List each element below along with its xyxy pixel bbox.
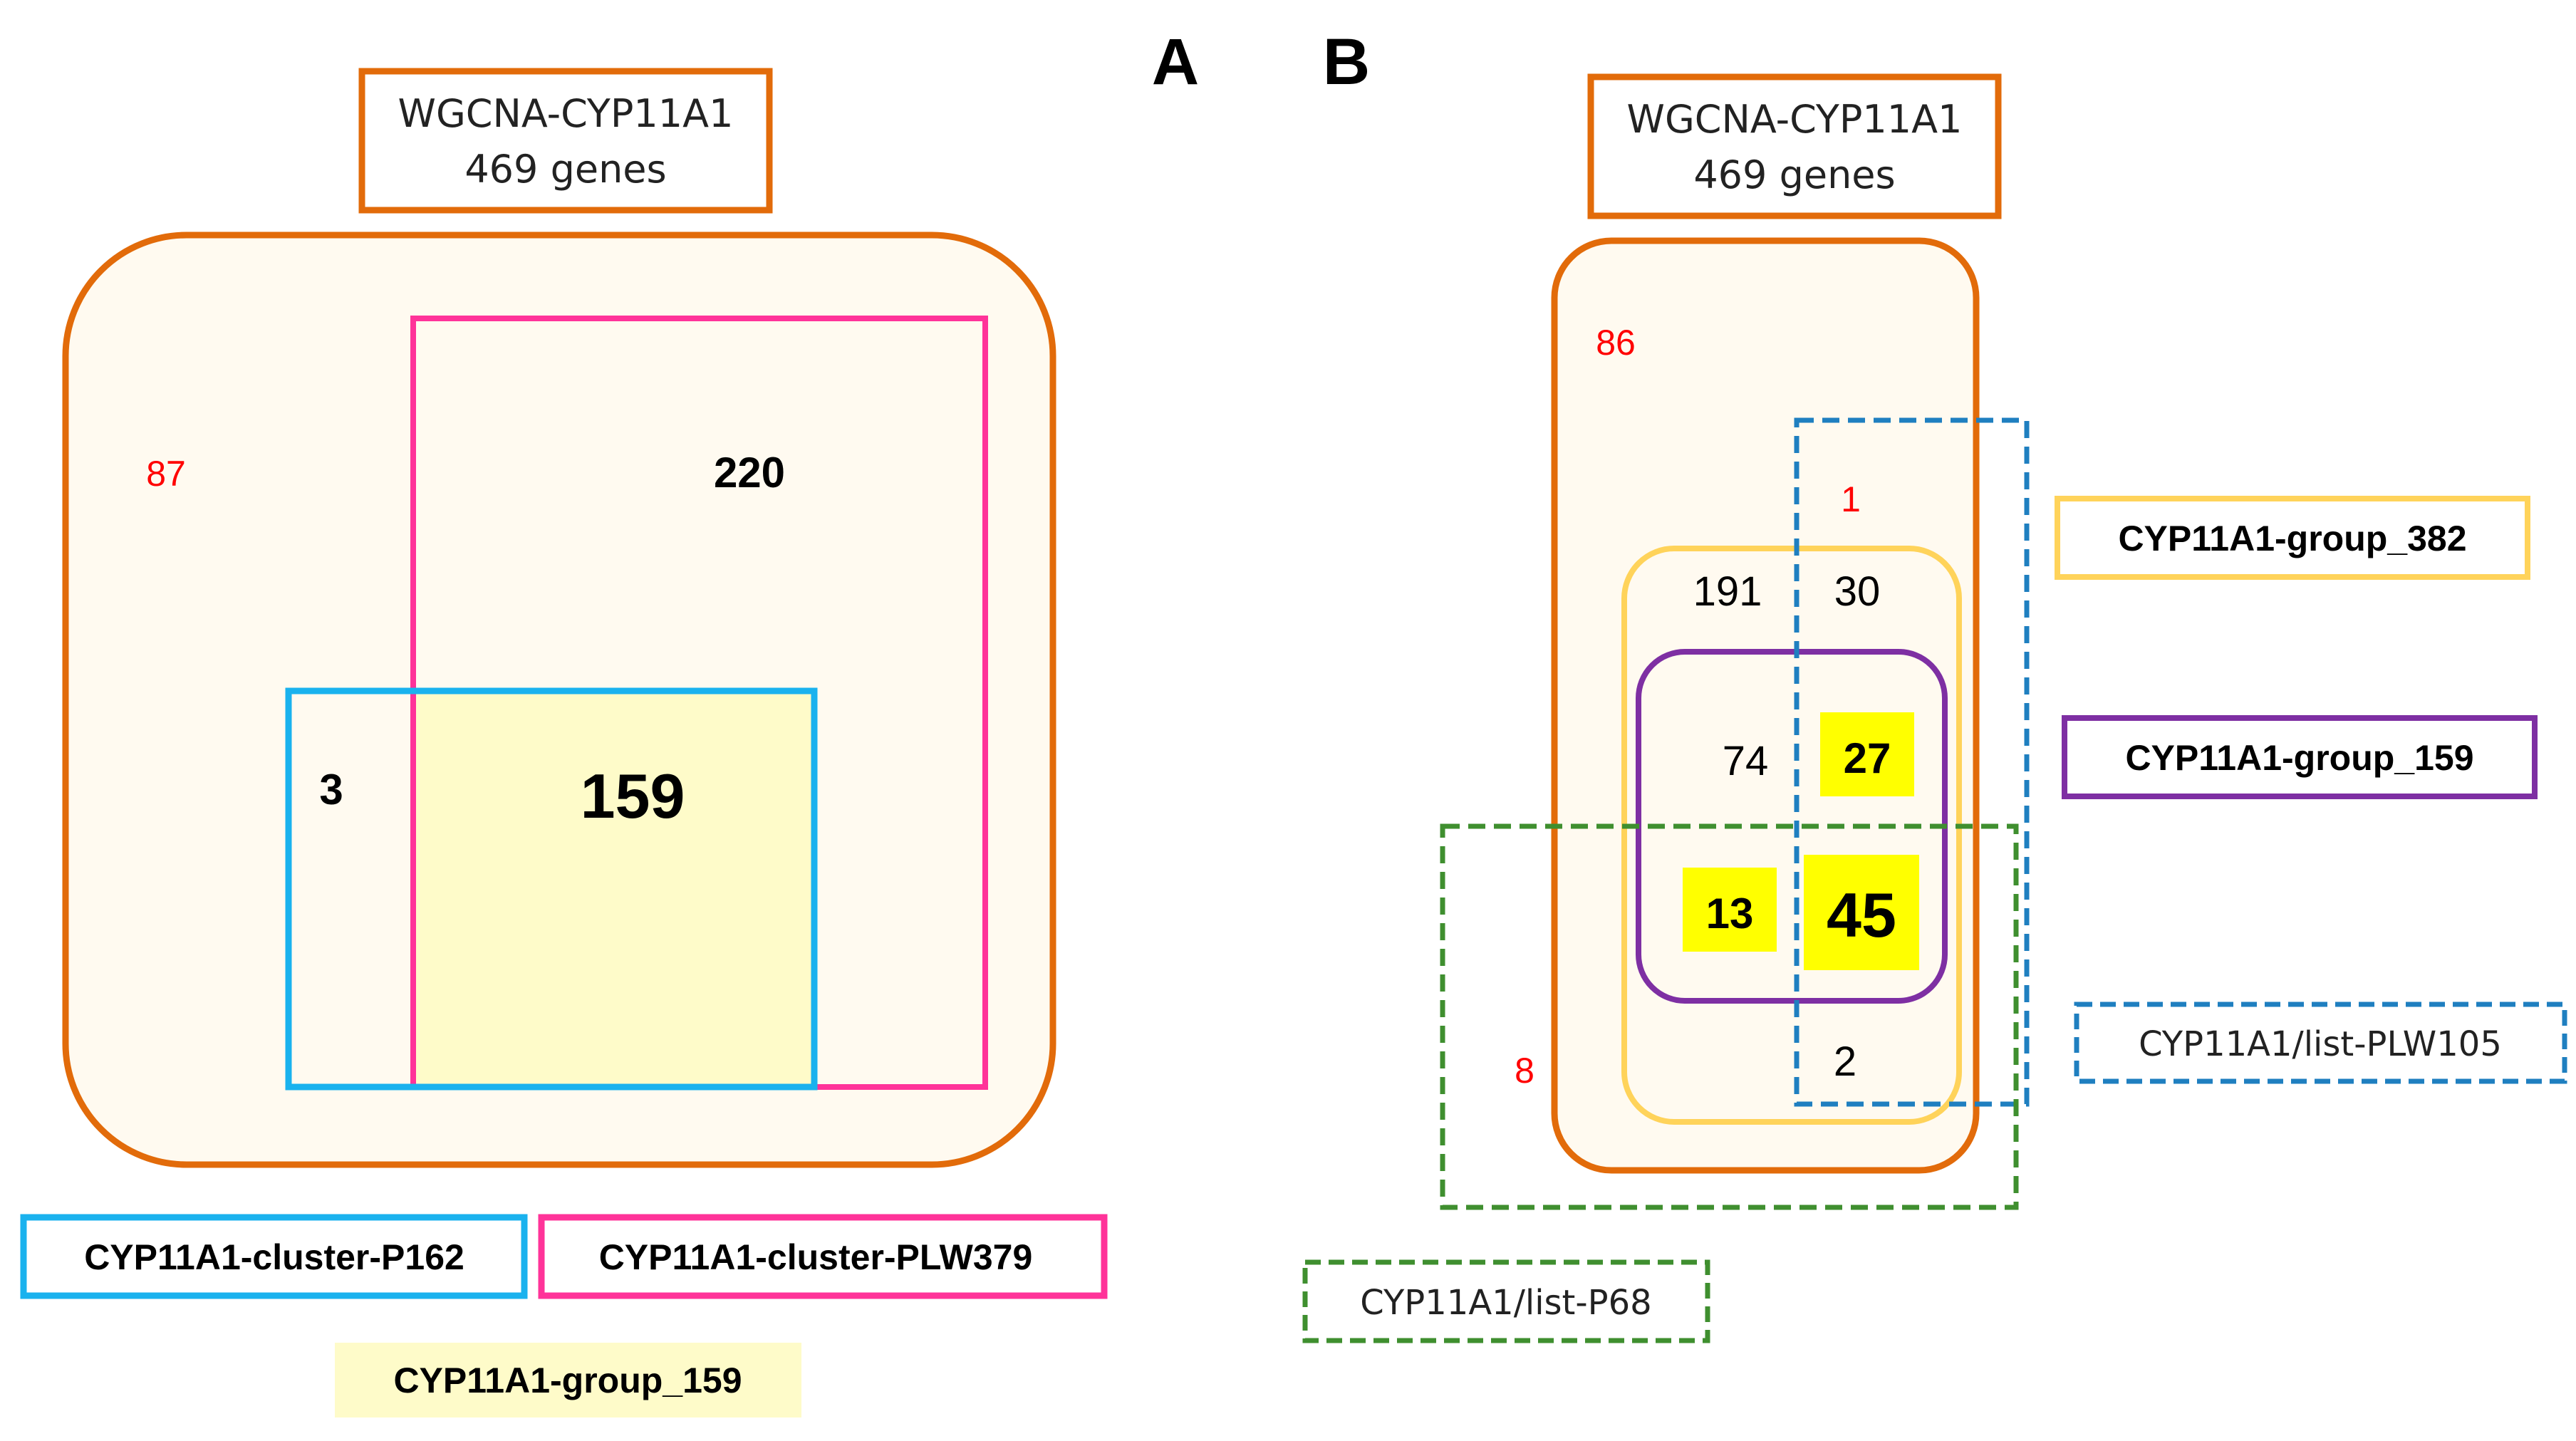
panel-b-highlight-27	[1820, 712, 1914, 796]
panel-b-count-purple-right: 27	[1844, 734, 1891, 782]
panel-a-letter: A	[1152, 26, 1199, 98]
panel-b-highlight-13	[1683, 868, 1777, 952]
panel-b-count-purple-left: 74	[1723, 738, 1769, 784]
panel-b-legend-green: CYP11A1/list-P68	[1360, 1283, 1651, 1323]
panel-a-legend-blue-box	[20, 1214, 528, 1299]
panel-b-legend-blue-box	[2074, 1002, 2567, 1084]
panel-b-count-center: 45	[1827, 880, 1896, 950]
panel-a-header-box	[358, 68, 773, 214]
panel-a-group-overlap-fill	[413, 691, 814, 1087]
panel-b-list-p68-set	[1440, 823, 2019, 1210]
panel-b-legend-yellow-box	[2055, 496, 2530, 580]
panel-b-count-green-mid: 13	[1706, 890, 1754, 937]
panel-b-letter: B	[1323, 26, 1370, 98]
panel-a-legend-group: CYP11A1-group_159	[393, 1361, 742, 1400]
panel-b-header-title: WGCNA-CYP11A1	[1627, 97, 1963, 142]
panel-b-count-bottom: 2	[1834, 1039, 1856, 1085]
panel-a-count-overlap: 159	[581, 761, 685, 831]
panel-a-cluster-p162-set	[285, 687, 818, 1091]
panel-a-count-pink-only: 220	[714, 449, 785, 496]
panel-a-count-blue-only: 3	[319, 766, 343, 813]
panel-b-count-yellow-left: 191	[1693, 568, 1762, 615]
panel-a-legend-blue: CYP11A1-cluster-P162	[84, 1237, 464, 1277]
panel-b-count-blue-top: 1	[1841, 479, 1861, 519]
panel-b-legend-blue: CYP11A1/list-PLW105	[2139, 1024, 2502, 1064]
panel-b-wgcna-set	[1551, 237, 1980, 1174]
panel-b-header-box	[1587, 73, 2002, 219]
panel-a-legend-group-box	[335, 1343, 801, 1417]
panel-a-legend-pink: CYP11A1-cluster-PLW379	[599, 1237, 1033, 1277]
panel-b-legend-yellow: CYP11A1-group_382	[2118, 519, 2466, 558]
panel-b-count-green-only: 8	[1515, 1051, 1534, 1091]
panel-a: WGCNA-CYP11A1 469 genes 87 220 3 159 CYP…	[20, 68, 1108, 1417]
panel-b-group-382-set	[1621, 546, 1962, 1125]
panel-b-count-outer: 86	[1596, 323, 1636, 363]
panel-b-count-yellow-right: 30	[1834, 568, 1881, 615]
panel-b-legend-purple: CYP11A1-group_159	[2125, 738, 2473, 778]
panel-b-legend-green-box	[1302, 1259, 1710, 1343]
panel-a-header-count: 469 genes	[464, 147, 666, 192]
panel-b-list-plw105-set	[1794, 417, 2030, 1107]
panel-a-header-title: WGCNA-CYP11A1	[398, 91, 734, 136]
panel-b-highlight-45	[1804, 855, 1919, 970]
panel-b-legend-purple-box	[2062, 715, 2538, 799]
panel-a-count-outer: 87	[146, 454, 186, 494]
panel-b: WGCNA-CYP11A1 469 genes 86 1 191 30 74 2…	[1302, 73, 2567, 1343]
panel-a-legend-pink-box	[538, 1214, 1108, 1299]
panel-b-header-count: 469 genes	[1693, 152, 1895, 197]
